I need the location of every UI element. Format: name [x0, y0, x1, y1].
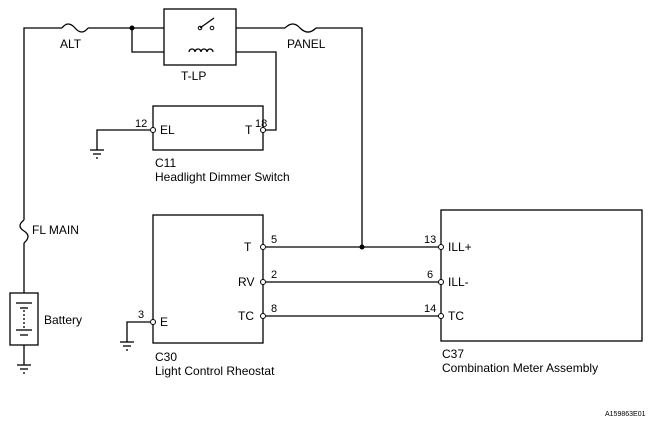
ground-icon-battery — [17, 364, 31, 374]
wire-c11-ground — [96, 129, 150, 150]
c30-terminal-rv — [260, 279, 266, 285]
c11-terminal-el — [150, 127, 156, 133]
c11-label-el: EL — [160, 123, 175, 137]
relay-box — [163, 8, 237, 66]
c11-pin-el: 12 — [135, 118, 147, 130]
relay-coil-icon — [188, 48, 214, 53]
c37-terminal-ill-minus — [438, 279, 444, 285]
c30-label-e: E — [160, 315, 168, 329]
c30-label-rv: RV — [238, 275, 254, 289]
c11-code: C11 — [155, 156, 176, 170]
c11-name: Headlight Dimmer Switch — [155, 170, 290, 184]
relay-switch-icon — [197, 17, 215, 31]
wire-c30-ground — [126, 321, 150, 342]
wire-left-upper — [23, 27, 62, 220]
c11-box — [152, 105, 264, 151]
c37-label-tc: TC — [448, 309, 464, 323]
c30-pin-t: 5 — [271, 234, 277, 246]
wire-coil-branch — [131, 28, 165, 53]
fl-main-fuse-icon — [19, 219, 29, 244]
c37-pin-tc: 14 — [424, 303, 436, 315]
c11-label-t: T — [245, 123, 253, 137]
c30-terminal-e — [150, 319, 156, 325]
c37-pin-ill-minus: 6 — [427, 269, 433, 281]
wire-panel-to-trunk — [316, 27, 363, 247]
junction-panel — [359, 244, 365, 250]
ground-icon-c11 — [90, 149, 104, 159]
panel-fuse-label: PANEL — [287, 37, 326, 51]
ground-icon-c30 — [120, 341, 134, 351]
battery-icon — [16, 302, 32, 336]
relay-label: T-LP — [181, 69, 206, 83]
junction-alt — [129, 25, 135, 31]
battery-label: Battery — [44, 313, 82, 327]
c11-pin-t: 18 — [255, 118, 267, 130]
alt-fuse-icon — [61, 23, 89, 33]
c37-box — [440, 209, 643, 342]
c37-name: Combination Meter Assembly — [442, 361, 598, 375]
alt-fuse-label: ALT — [60, 37, 82, 51]
c11-terminal-t — [260, 127, 266, 133]
c37-terminal-ill-plus — [438, 244, 444, 250]
c37-pin-ill-plus: 13 — [424, 234, 436, 246]
c30-terminal-t — [260, 244, 266, 250]
figure-id: A159863E01 — [605, 411, 646, 418]
c30-label-t: T — [244, 240, 252, 254]
c30-name: Light Control Rheostat — [155, 364, 275, 378]
c30-pin-e: 3 — [138, 309, 144, 321]
c30-code: C30 — [155, 350, 177, 364]
c37-label-ill-minus: ILL- — [448, 275, 469, 289]
c30-label-tc: TC — [238, 309, 254, 323]
c37-code: C37 — [442, 347, 464, 361]
wire-coil-to-c11 — [235, 51, 277, 131]
c30-pin-tc: 8 — [271, 303, 277, 315]
c37-terminal-tc — [438, 313, 444, 319]
panel-fuse-icon — [284, 23, 317, 33]
fl-main-fuse-label: FL MAIN — [32, 223, 79, 237]
c37-label-ill-plus: ILL+ — [448, 240, 472, 254]
c30-terminal-tc — [260, 313, 266, 319]
c30-pin-rv: 2 — [271, 269, 277, 281]
